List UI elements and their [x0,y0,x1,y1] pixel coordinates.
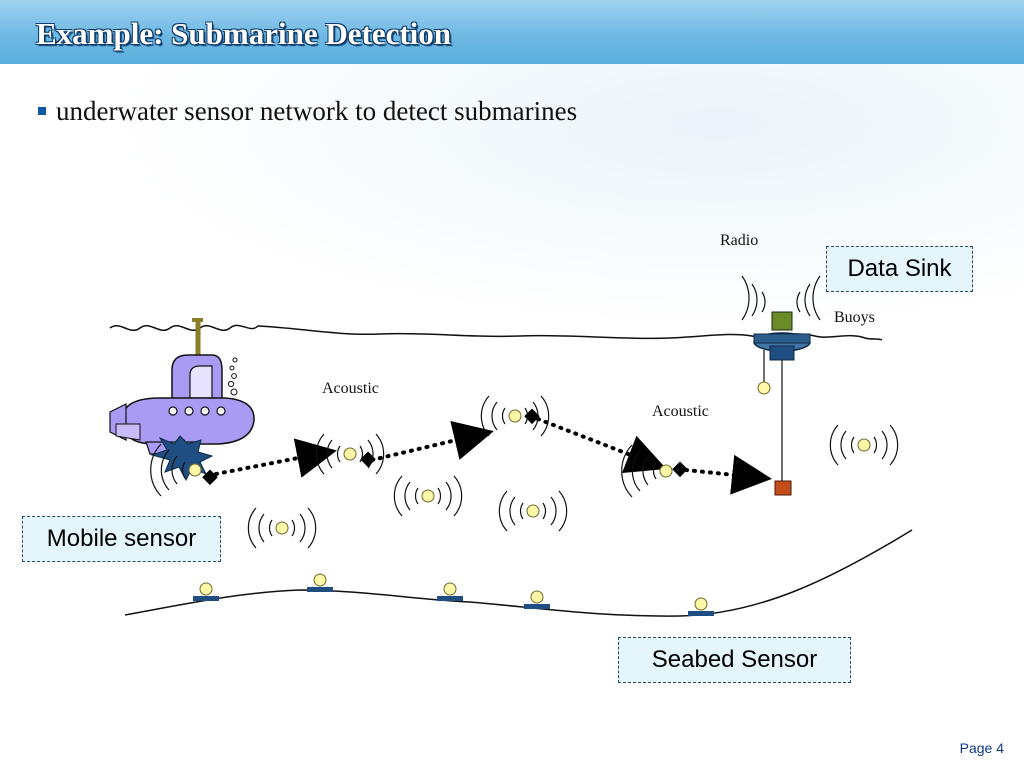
background-haze [0,64,1024,364]
seabed-sensor-callout: Seabed Sensor [618,637,851,683]
acoustic-label-left: Acoustic [322,380,379,397]
mobile-sensor-node [480,395,550,437]
acoustic-label-right: Acoustic [652,403,709,420]
title-bar: Example: Submarine Detection [0,0,1024,64]
radio-waves [741,275,821,321]
seabed-sensor-node [307,573,333,592]
bullet-text: underwater sensor network to detect subm… [56,96,578,126]
seabed-sensor-node [524,590,550,609]
data-sink-callout: Data Sink [826,246,973,292]
mobile-sensor-node [315,433,385,475]
mobile-sensor-node [247,507,317,549]
mobile-sensor-callout: Mobile sensor [22,516,221,562]
acoustic-path [214,417,772,495]
mobile-sensor-node [498,490,568,532]
seabed-sensor-node [437,582,463,601]
seabed-sensors [193,573,714,616]
mobile-sensors [150,395,899,549]
mobile-sensor-node [829,424,899,466]
radio-label: Radio [720,232,759,249]
submarine [109,318,255,455]
seabed-sensor-node [688,597,714,616]
buoy [753,311,811,496]
mobile-sensor-node [150,443,202,497]
bullet-square-icon [38,107,46,115]
bullet-item: underwater sensor network to detect subm… [38,96,577,127]
seabed-line [124,529,913,617]
mobile-sensor-node [393,475,463,517]
relay-nodes [202,408,688,486]
mobile-sensor-node [621,444,673,498]
page-number: Page 4 [959,740,1004,756]
slide-title: Example: Submarine Detection [36,16,452,51]
buoys-label: Buoys [834,309,875,326]
seabed-sensor-node [193,582,219,601]
